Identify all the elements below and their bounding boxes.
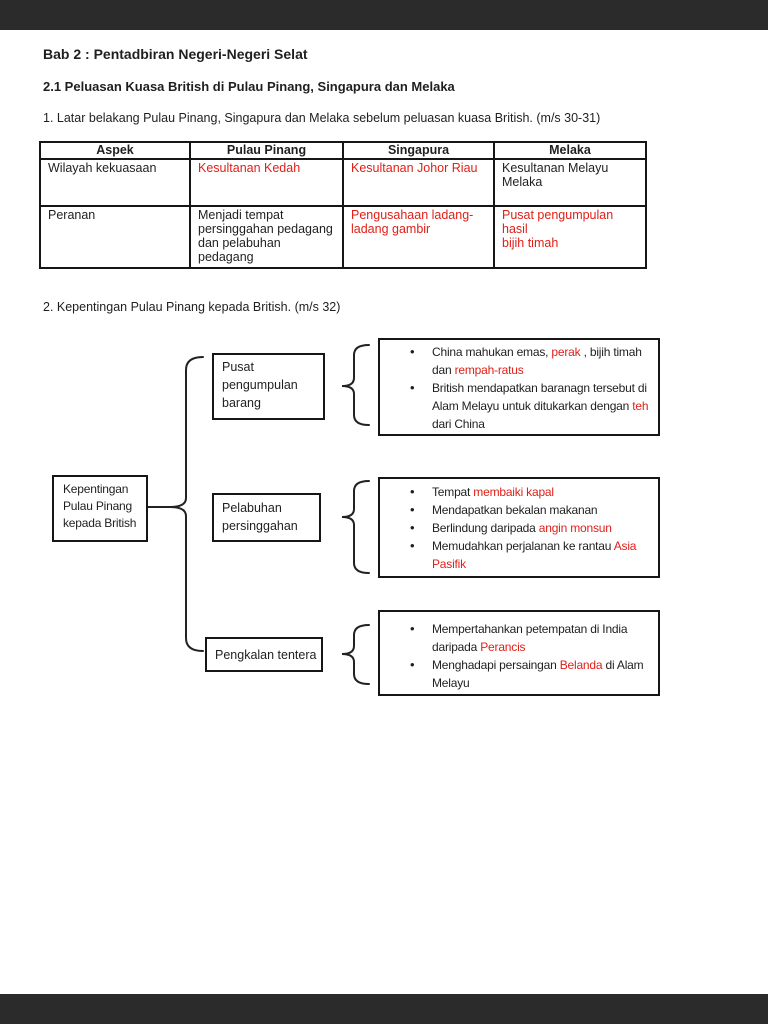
text-segment: , bijih timah: [580, 345, 642, 359]
bullet-line: Pasifik: [380, 555, 658, 573]
text-segment: Melayu: [432, 676, 470, 690]
bullet-icon: •: [410, 344, 415, 359]
text-segment: dan: [432, 363, 455, 377]
row-label: Peranan: [39, 205, 191, 269]
text-segment: Tempat: [432, 485, 474, 499]
table-cell: Pengusahaan ladang- ladang gambir: [342, 205, 495, 269]
bullet-line: • Menghadapi persaingan Belanda di Alam: [380, 656, 658, 674]
main-brace-connector: [169, 356, 204, 652]
diagram-detail-box-3: • Mempertahankan petempatan di India darip…: [378, 610, 660, 696]
text-segment: British mendapatkan baranagn tersebut di: [432, 381, 647, 395]
bullet-line: dan rempah-ratus: [380, 361, 658, 379]
table-cell: Pusat pengumpulan hasil bijih timah: [493, 205, 647, 269]
diagram-branch-box-pelabuhan: Pelabuhan persinggahan: [212, 493, 321, 542]
section-1-heading: 2.1 Peluasan Kuasa British di Pulau Pina…: [43, 79, 455, 94]
diagram-connectors: [147, 344, 370, 685]
brace-connector-1: [341, 344, 370, 426]
highlighted-text: Pasifik: [432, 557, 466, 571]
bullet-line: • Mendapatkan bekalan makanan: [380, 501, 658, 519]
bullet-line: • Tempat membaiki kapal: [380, 483, 658, 501]
bullet-icon: •: [410, 380, 415, 395]
diagram-root-box: Kepentingan Pulau Pinang kepada British: [52, 475, 148, 542]
table-cell: Menjadi tempat persinggahan pedagang dan…: [189, 205, 344, 269]
table-cell: Kesultanan Melayu Melaka: [493, 158, 647, 207]
bullet-line: • China mahukan emas, perak , bijih timah: [380, 343, 658, 361]
bullet-line: • Memudahkan perjalanan ke rantau Asia: [380, 537, 658, 555]
bullet-icon: •: [410, 657, 415, 672]
letterbox-bottom-bar: [0, 994, 768, 1024]
comparison-table: Aspek Pulau Pinang Singapura Melaka Wila…: [39, 141, 647, 269]
letterbox-top-bar: [0, 0, 768, 30]
table-cell: Kesultanan Kedah: [189, 158, 344, 207]
column-header-pulau-pinang: Pulau Pinang: [189, 141, 344, 160]
bullet-icon: •: [410, 520, 415, 535]
table-row: Wilayah kekuasaan Kesultanan Kedah Kesul…: [39, 158, 647, 207]
row-label: Wilayah kekuasaan: [39, 158, 191, 207]
text-segment: Menghadapi persaingan: [432, 658, 560, 672]
column-header-aspek: Aspek: [39, 141, 191, 160]
highlighted-text: Asia: [613, 539, 637, 553]
bullet-line: • Berlindung daripada angin monsun: [380, 519, 658, 537]
bullet-icon: •: [410, 502, 415, 517]
table-cell: Kesultanan Johor Riau: [342, 158, 495, 207]
diagram-detail-box-1: • China mahukan emas, perak , bijih timah…: [378, 338, 660, 436]
text-segment: di Alam: [602, 658, 644, 672]
highlighted-text: rempah-ratus: [454, 363, 524, 377]
text-segment: dari China: [432, 417, 485, 431]
highlighted-text: membaiki kapal: [473, 485, 554, 499]
text-segment: Mendapatkan bekalan makanan: [432, 503, 598, 517]
highlighted-text: Perancis: [480, 640, 526, 654]
section-2-heading: 2. Kepentingan Pulau Pinang kepada Briti…: [43, 300, 341, 314]
text-segment: Berlindung daripada: [432, 521, 539, 535]
bullet-icon: •: [410, 538, 415, 553]
highlighted-text: teh: [632, 399, 649, 413]
bullet-icon: •: [410, 484, 415, 499]
bullet-icon: •: [410, 621, 415, 636]
highlighted-text: Belanda: [559, 658, 603, 672]
brace-connector-3: [341, 624, 370, 685]
diagram-branch-box-pusat-pengumpulan: Pusat pengumpulan barang: [212, 353, 325, 420]
column-header-singapura: Singapura: [342, 141, 495, 160]
text-segment: China mahukan emas,: [432, 345, 552, 359]
text-segment: Mempertahankan petempatan di India: [432, 622, 628, 636]
highlighted-text: angin monsun: [538, 521, 612, 535]
diagram-branch-box-pengkalan: Pengkalan tentera: [205, 637, 323, 672]
table-header-row: Aspek Pulau Pinang Singapura Melaka: [39, 141, 647, 160]
brace-connector-2: [341, 480, 370, 574]
bullet-line: • Mempertahankan petempatan di India: [380, 620, 658, 638]
text-segment: Memudahkan perjalanan ke rantau: [432, 539, 614, 553]
text-segment: daripada: [432, 640, 481, 654]
highlighted-text: perak: [551, 345, 581, 359]
table-row: Peranan Menjadi tempat persinggahan peda…: [39, 205, 647, 269]
bullet-line: • British mendapatkan baranagn tersebut d…: [380, 379, 658, 397]
bullet-line: daripada Perancis: [380, 638, 658, 656]
bullet-line: dari China: [380, 415, 658, 433]
diagram-detail-box-2: • Tempat membaiki kapal • Mendapatkan bekal…: [378, 477, 660, 578]
text-segment: Alam Melayu untuk ditukarkan dengan: [432, 399, 633, 413]
intro-line: 1. Latar belakang Pulau Pinang, Singapur…: [43, 111, 601, 125]
bullet-line: Melayu: [380, 674, 658, 692]
bullet-line: Alam Melayu untuk ditukarkan dengan teh: [380, 397, 658, 415]
page-title: Bab 2 : Pentadbiran Negeri-Negeri Selat: [43, 46, 308, 62]
column-header-melaka: Melaka: [493, 141, 647, 160]
